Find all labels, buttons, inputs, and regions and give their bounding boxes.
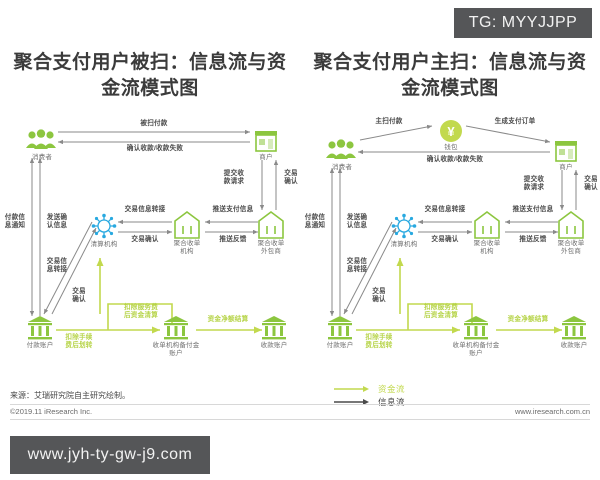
bank-icon (28, 316, 52, 340)
flow-label-send-confirm-info: 发送确 认信息 (46, 214, 68, 230)
node-label-acquirer: 聚合收单 机构 (173, 240, 201, 256)
flow-label-trade-info-relay-2: 交易信 息转接 (346, 258, 368, 274)
legend-item-money-flow: 资金流 (334, 382, 405, 395)
temple-icon (558, 211, 584, 239)
info-flow-arrow-icon (334, 398, 369, 405)
right-diagram-svg: ¥ (326, 120, 586, 340)
flow-label-fee-transfer: 扣除手续 费后划转 (65, 334, 93, 350)
flow-label-trade-confirm-merchant: 交易 确认 (284, 170, 298, 186)
flow-label-trade-info-relay-2: 交易信 息转接 (46, 258, 68, 274)
bank-icon (262, 316, 286, 340)
money-flow-arrow-icon (334, 385, 369, 392)
flow-label-submit-request: 提交收 款请求 (523, 176, 545, 192)
node-label-consumer: 消费者 (331, 164, 353, 171)
node-label-outsourcer: 聚合收单 外包商 (557, 240, 585, 256)
flow-label-trade-confirm-merchant: 交易 确认 (584, 176, 598, 192)
url-watermark: www.jyh-ty-gw-j9.com (10, 436, 210, 474)
people-icon (26, 129, 56, 149)
svg-text:¥: ¥ (447, 124, 455, 139)
hub-icon (391, 213, 417, 239)
node-label-reserve-account: 收单机构备付金 账户 (152, 342, 200, 358)
flow-label-trade-confirm-clearing: 交易确认 (431, 236, 459, 243)
bank-icon (464, 316, 488, 340)
flow-label-payment-notice: 付款信 息通知 (304, 214, 326, 230)
flow-label-trade-info-relay: 交易信息转接 (424, 206, 466, 213)
legend-label-info-flow: 信息流 (378, 396, 406, 407)
flow-label-confirm-receipt: 确认收款/收款失败 (126, 145, 184, 152)
flow-label-net-settlement: 资金净额结算 (507, 316, 549, 323)
node-label-merchant: 商户 (259, 154, 273, 161)
left-chart-title: 聚合支付用户被扫：信息流与资金流模式图 (13, 52, 287, 99)
bank-icon (562, 316, 586, 340)
node-label-consumer: 消费者 (31, 154, 53, 161)
flow-label-push-payment-info: 推送支付信息 (512, 206, 554, 213)
node-label-merchant: 商户 (559, 164, 573, 171)
flow-label-service-fee-settle: 扣除服务费 后资金清算 (424, 304, 458, 320)
node-label-receive-account: 收款账户 (260, 342, 288, 349)
people-icon (326, 139, 356, 159)
website-text: www.iresearch.com.cn (514, 407, 590, 416)
flow-label-send-confirm-info: 发送确 认信息 (346, 214, 368, 230)
source-note: 来源：艾瑞研究院自主研究绘制。 (10, 391, 130, 400)
temple-icon (174, 211, 200, 239)
flow-label-trade-confirm-2: 交易 确认 (372, 288, 386, 304)
flow-label-push-payment-info: 推送支付信息 (212, 206, 254, 213)
flow-label-submit-request: 提交收 款请求 (223, 170, 245, 186)
hub-icon (91, 213, 117, 239)
node-label-receive-account: 收款账户 (560, 342, 588, 349)
shop-icon (555, 141, 577, 162)
flow-label-confirm-receipt: 确认收款/收款失败 (426, 156, 484, 163)
flow-label-trade-confirm-2: 交易 确认 (72, 288, 86, 304)
node-label-pay-account: 付款账户 (26, 342, 54, 349)
node-label-acquirer: 聚合收单 机构 (473, 240, 501, 256)
flow-label-push-feedback: 推送反馈 (519, 236, 547, 243)
flow-label-trade-confirm-clearing: 交易确认 (131, 236, 159, 243)
node-label-wallet: 钱包 (444, 144, 458, 151)
node-label-pay-account: 付款账户 (326, 342, 354, 349)
right-diagram: ¥ (300, 118, 600, 378)
node-label-reserve-account: 收单机构备付金 账户 (452, 342, 500, 358)
shop-icon (255, 131, 277, 152)
flow-label-active-scan-payment: 主扫付款 (375, 118, 403, 125)
footer-divider-top (10, 404, 590, 405)
flow-label-trade-info-relay: 交易信息转接 (124, 206, 166, 213)
bank-icon (164, 316, 188, 340)
temple-icon (474, 211, 500, 239)
node-label-clearing: 清算机构 (390, 241, 418, 248)
telegram-watermark: TG: MYYJJPP (454, 8, 592, 38)
legend: 资金流 信息流 (334, 382, 405, 408)
flow-label-scanned-payment: 被扫付款 (140, 120, 168, 127)
flow-label-fee-transfer: 扣除手续 费后划转 (365, 334, 393, 350)
flow-label-net-settlement: 资金净额结算 (207, 316, 249, 323)
flow-label-generate-order: 生成支付订单 (494, 118, 536, 125)
temple-icon (258, 211, 284, 239)
node-label-clearing: 清算机构 (90, 241, 118, 248)
node-label-outsourcer: 聚合收单 外包商 (257, 240, 285, 256)
footer-divider-bottom (10, 419, 590, 420)
bank-icon (328, 316, 352, 340)
copyright-text: ©2019.11 iResearch Inc. (10, 407, 93, 416)
flow-label-payment-notice: 付款信 息通知 (4, 214, 26, 230)
right-chart-title: 聚合支付用户主扫：信息流与资金流模式图 (313, 52, 587, 99)
wallet-icon: ¥ (440, 120, 462, 142)
flow-label-push-feedback: 推送反馈 (219, 236, 247, 243)
legend-label-money-flow: 资金流 (378, 383, 406, 394)
left-diagram: 消费者 商户 清算机构 聚合收单 机构 聚合收单 外包商 付款账户 收单机构备付… (0, 118, 300, 378)
legend-item-info-flow: 信息流 (334, 395, 405, 408)
flow-label-service-fee-settle: 扣除服务费 后资金清算 (124, 304, 158, 320)
left-diagram-svg (26, 129, 286, 340)
